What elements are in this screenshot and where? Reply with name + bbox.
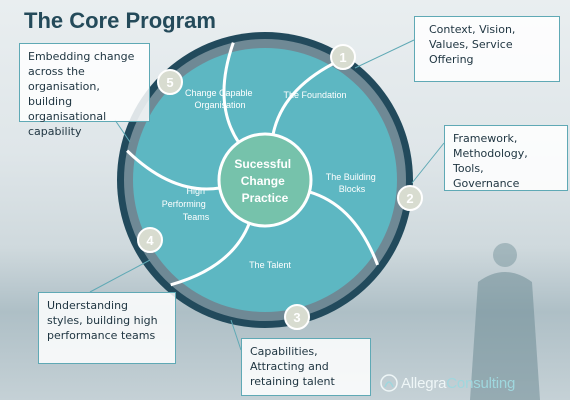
callout-4-line-2: styles, building high	[47, 314, 158, 327]
segment-divider	[126, 149, 220, 191]
badge-3: 3	[284, 304, 310, 330]
center-line-3: Practice	[242, 191, 289, 205]
callout-3-line-3: retaining talent	[250, 375, 335, 388]
svg-text:4: 4	[146, 233, 154, 248]
svg-text:High Performing Te: High Performing Teams	[162, 186, 210, 222]
callout-5-line-1: Embedding change	[28, 50, 135, 63]
callout-2-line-2: Methodology, Tools,	[453, 147, 528, 175]
callout-4-line-1: Understanding	[47, 299, 129, 312]
center-line-1: Sucessful	[234, 157, 291, 171]
callout-4: Understanding styles, building high perf…	[38, 292, 176, 364]
callout-1: Context, Vision, Values, Service Offerin…	[414, 16, 560, 82]
callout-1-line-1: Context, Vision,	[429, 23, 516, 36]
person-silhouette-icon	[470, 243, 540, 400]
callout-4-line-3: performance teams	[47, 329, 156, 342]
segment-1-label: The Foundation	[283, 90, 346, 100]
callout-3: Capabilities, Attracting and retaining t…	[241, 338, 371, 396]
callout-5-line-4: organisational	[28, 110, 107, 123]
callout-3-line-1: Capabilities,	[250, 345, 318, 358]
segment-divider	[271, 59, 341, 135]
badge-4: 4	[137, 227, 163, 253]
svg-text:5: 5	[166, 75, 173, 90]
callout-1-line-2: Values, Service	[429, 38, 513, 51]
segment-4-label-line-3: Teams	[183, 212, 210, 222]
callout-5: Embedding change across the organisation…	[19, 43, 150, 138]
logo-mark-icon	[380, 374, 398, 392]
segment-divider	[170, 222, 251, 287]
svg-text:1: 1	[339, 50, 346, 65]
svg-text:Sucessful Change P: Sucessful Change Practice	[234, 155, 295, 205]
segment-3-label: The Talent	[249, 260, 291, 270]
badge-1: 1	[330, 44, 356, 70]
segment-2-label-line-2: Blocks	[339, 184, 366, 194]
callout-2-line-3: Governance	[453, 177, 520, 190]
slide-title: The Core Program	[24, 8, 216, 33]
svg-text:2: 2	[406, 191, 413, 206]
svg-text:The Talent: The Talent	[249, 260, 291, 270]
callout-5-line-5: capability	[28, 125, 82, 138]
svg-text:The Foundation: The Foundation	[283, 90, 346, 100]
segment-divider	[308, 190, 380, 266]
callout-connectors	[89, 39, 445, 351]
allegra-consulting-logo: AllegraConsulting	[380, 371, 515, 395]
badge-5: 5	[157, 69, 183, 95]
segment-2-label-line-1: The Building	[326, 172, 376, 182]
svg-text:Change Capable Organisat: Change Capable Organisation	[185, 88, 255, 110]
segment-5-label-line-1: Change Capable	[185, 88, 253, 98]
center-circle	[217, 132, 313, 228]
segment-4-label-line-1: High	[186, 186, 205, 196]
callout-5-line-2: across the	[28, 65, 85, 78]
logo-text: AllegraConsulting	[401, 374, 516, 392]
svg-text:The Building Blocks: The Building Blocks	[326, 172, 379, 194]
callout-2-line-1: Framework,	[453, 132, 518, 145]
segment-divider	[222, 42, 240, 144]
center-line-2: Change	[241, 174, 285, 188]
segment-5-label-line-2: Organisation	[194, 100, 245, 110]
svg-text:3: 3	[293, 310, 300, 325]
callout-5-line-3: organisation, building	[28, 80, 100, 108]
badge-2: 2	[397, 185, 423, 211]
callout-3-line-2: Attracting and	[250, 360, 329, 373]
callout-1-line-3: Offering	[429, 53, 474, 66]
segment-4-label-line-2: Performing	[162, 199, 206, 209]
callout-2: Framework, Methodology, Tools, Governanc…	[444, 125, 568, 191]
